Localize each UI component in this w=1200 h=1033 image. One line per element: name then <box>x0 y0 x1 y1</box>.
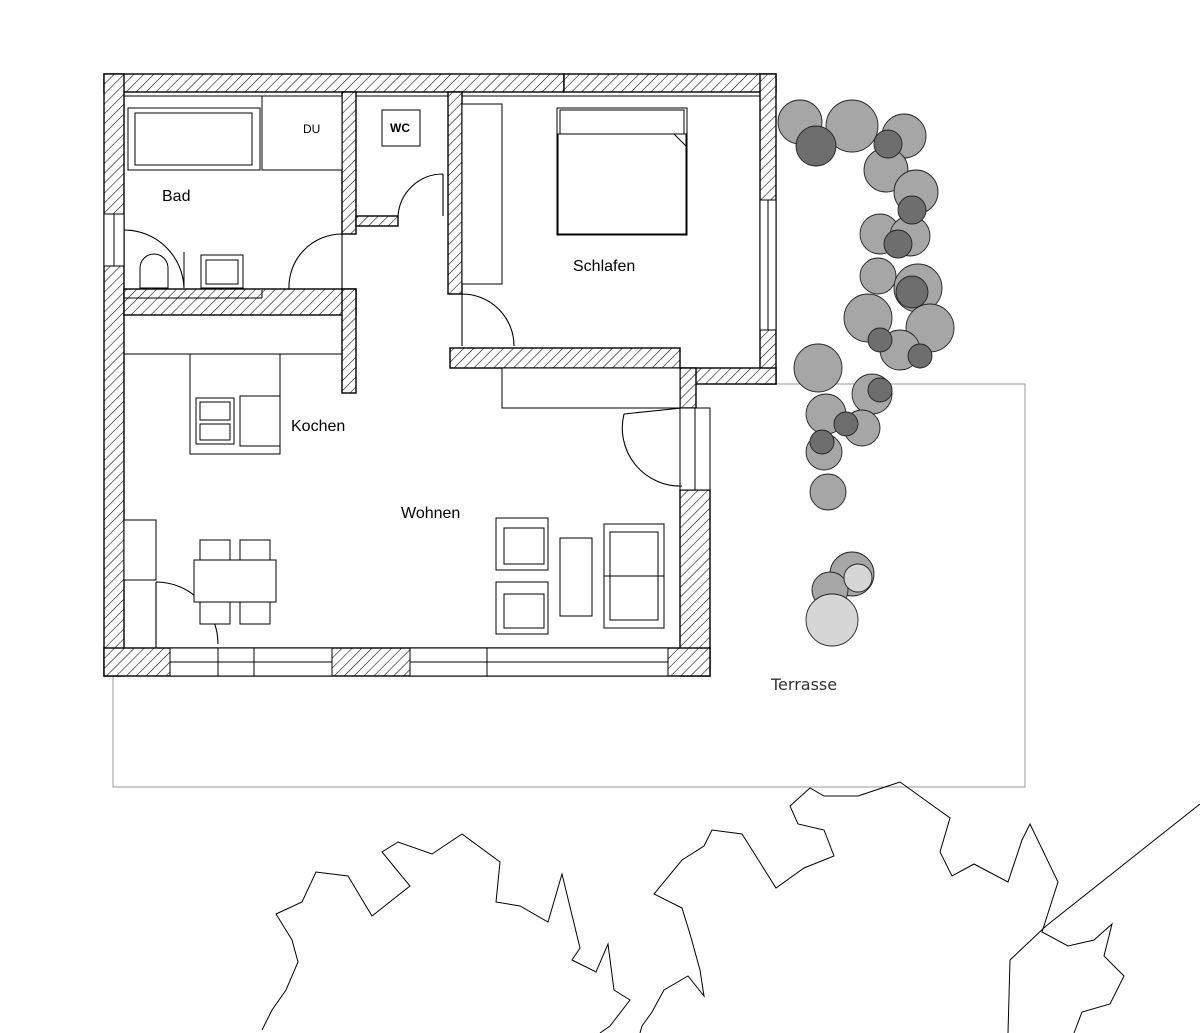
label-wohnen: Wohnen <box>401 505 460 522</box>
label-terrasse: Terrasse <box>770 675 837 694</box>
terrace-area <box>112 383 1026 788</box>
label-wc: WC <box>390 121 410 135</box>
doors <box>155 173 683 648</box>
shrub-dark-group <box>795 125 933 455</box>
tree-outlines <box>261 781 1200 1033</box>
label-schlafen: Schlafen <box>573 258 635 275</box>
label-du: DU <box>303 122 320 136</box>
bathroom-fixtures <box>123 95 343 299</box>
bed-furniture <box>461 103 688 285</box>
interior-walls <box>123 91 760 394</box>
living-furniture <box>495 517 665 635</box>
dining-furniture <box>123 519 277 625</box>
windows <box>103 199 777 677</box>
shrub-light-group <box>805 563 873 647</box>
label-bad: Bad <box>162 188 190 205</box>
shrubs <box>777 99 955 647</box>
kitchen-fixtures <box>124 353 681 455</box>
room-labels: Bad DU WC Schlafen Kochen Wohnen Terrass… <box>162 121 837 694</box>
wc-fixture <box>381 109 421 147</box>
label-kochen: Kochen <box>291 418 345 435</box>
